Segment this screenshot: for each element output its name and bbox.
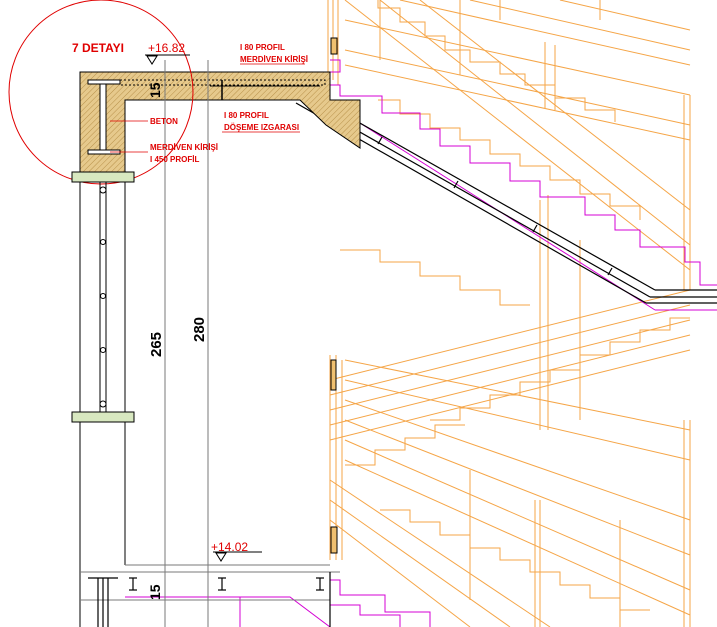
concrete-slab <box>79 71 361 173</box>
label-leaders <box>110 63 305 153</box>
magenta-lower-steps <box>125 579 431 627</box>
lower-slab <box>88 572 331 627</box>
detail-circle <box>8 0 194 185</box>
floor-grid-profile-label: I 80 PROFIL <box>224 111 269 120</box>
level-bottom-label: +14.02 <box>211 540 248 554</box>
concrete-label: BETON <box>150 117 178 126</box>
stair-beam-label: MERDİVEN KİRİŞİ <box>240 55 308 64</box>
orange-stair-lower <box>329 195 691 627</box>
stair-beam-left-label: MERDİVEN KİRİŞİ <box>150 143 218 152</box>
left-post <box>71 171 135 627</box>
orange-stair-upper <box>327 0 691 290</box>
stair-beam-profile-label: I 80 PROFIL <box>240 43 285 52</box>
dim-inner-height: 265 <box>148 332 165 357</box>
stair-beam-left-profile-label: I 450 PROFİL <box>150 155 199 164</box>
dim-slab-bottom: 15 <box>147 584 163 600</box>
level-marker-bottom <box>213 551 262 562</box>
post-plates <box>330 37 338 554</box>
dim-total-height: 280 <box>191 317 208 342</box>
floor-grid-label: DÖŞEME IZGARASI <box>224 123 299 132</box>
dim-slab-top: 15 <box>147 82 163 98</box>
level-top-label: +16.82 <box>148 41 185 55</box>
dimension-lines <box>80 60 340 627</box>
magenta-upper-steps <box>299 59 717 311</box>
level-marker-top <box>145 54 190 65</box>
detail-title: 7 DETAYI <box>72 41 124 55</box>
